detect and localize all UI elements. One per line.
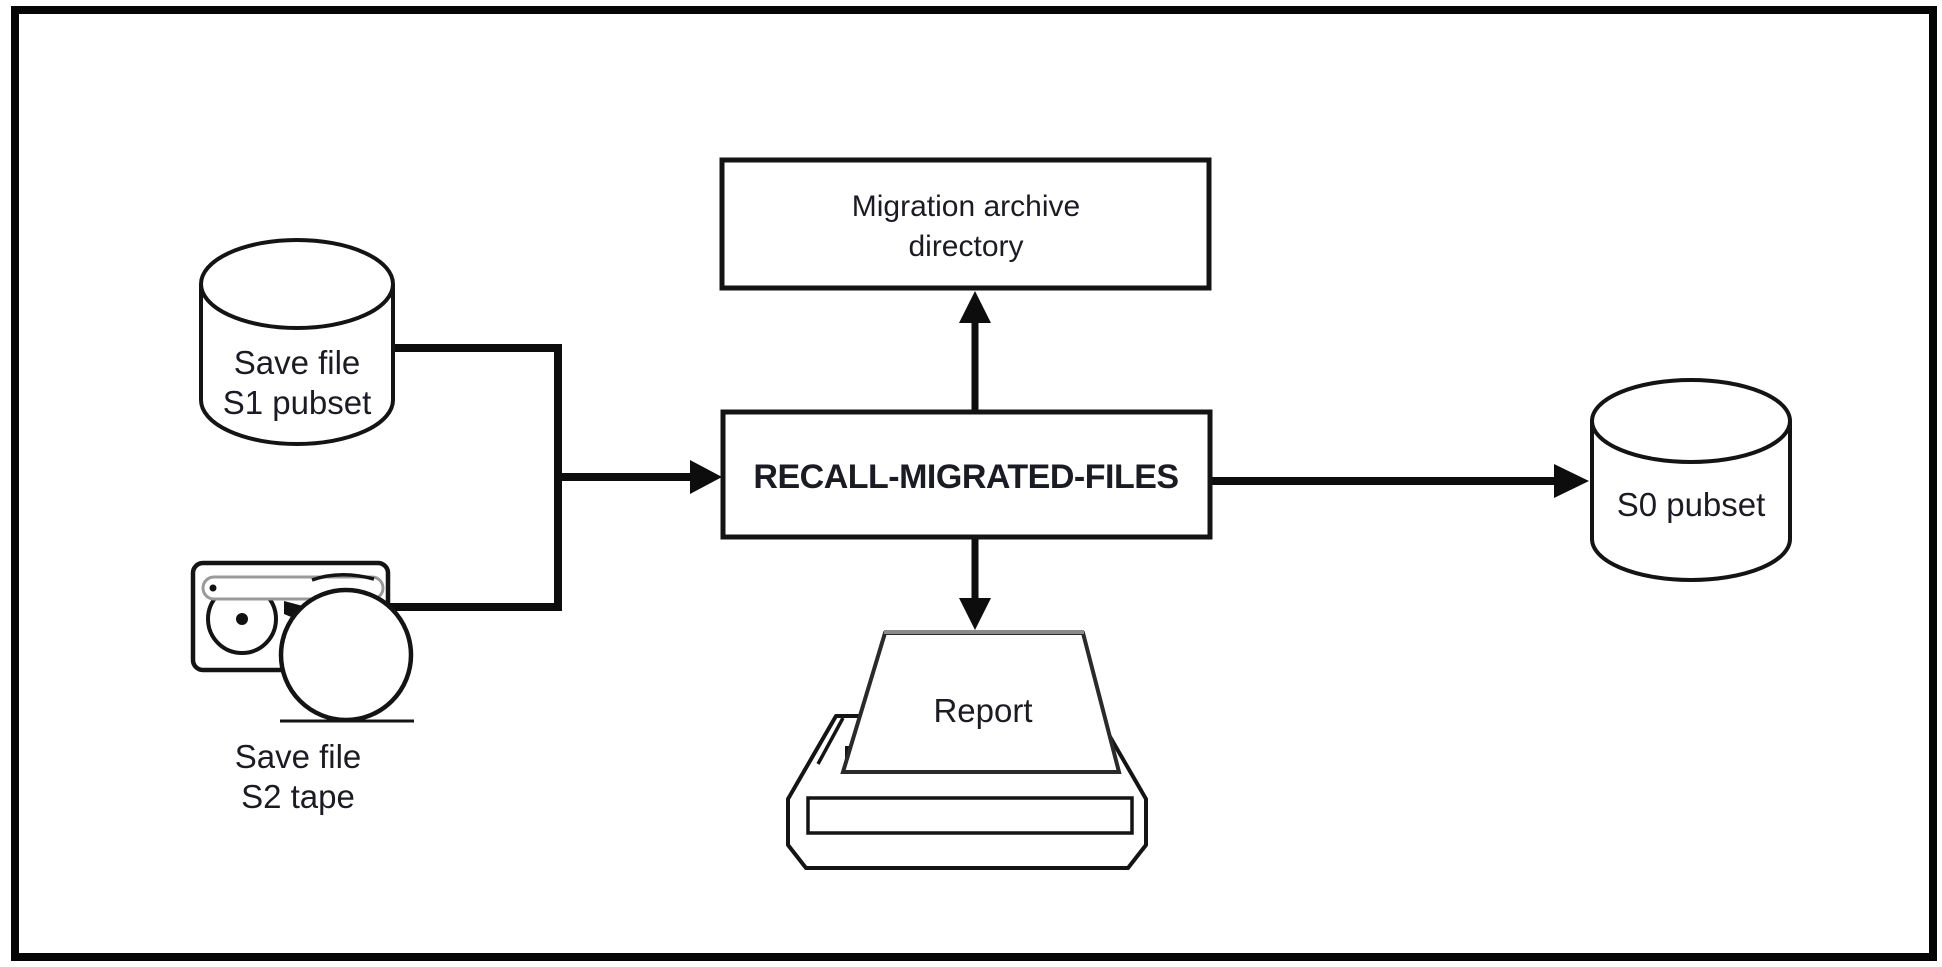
- migration-archive-label-line2: directory: [908, 230, 1023, 263]
- s2-tape-label-line1: Save file: [235, 738, 362, 775]
- arrowhead-up-icon: [959, 291, 991, 323]
- s0-pubset-node: S0 pubset: [1590, 378, 1792, 582]
- migration-archive-box: Migration archive directory: [719, 157, 1212, 291]
- arrowhead-down-icon: [959, 598, 991, 630]
- tape-drive-icon: [190, 560, 414, 723]
- arrow-junction-to-recall: [554, 460, 722, 494]
- s1-pubset-node: Save file S1 pubset: [199, 238, 395, 446]
- s2-tape-label-line2: S2 tape: [241, 778, 355, 815]
- tape-reel-front-icon: [278, 587, 414, 723]
- connector-lines: [388, 291, 1589, 630]
- report-label: Report: [933, 692, 1032, 729]
- s1-pubset-label-line2: S1 pubset: [223, 384, 372, 421]
- arrow-recall-to-migration-directory: [959, 291, 991, 410]
- arrow-recall-to-report: [959, 535, 991, 630]
- disk-cylinder-icon: [199, 238, 395, 446]
- migration-archive-label-line1: Migration archive: [852, 190, 1080, 223]
- report-printer-node: Report: [786, 630, 1148, 870]
- arrowhead-right-icon: [1554, 464, 1589, 498]
- recall-migrated-files-box: RECALL-MIGRATED-FILES: [720, 409, 1213, 540]
- disk-cylinder-icon: [1590, 378, 1792, 582]
- s0-pubset-label: S0 pubset: [1617, 486, 1766, 523]
- recall-migrated-files-label: RECALL-MIGRATED-FILES: [753, 458, 1178, 496]
- s2-tape-node: Save file S2 tape: [190, 560, 414, 815]
- arrow-recall-to-s0: [1210, 464, 1589, 498]
- tape-reel-hub-icon: [236, 613, 248, 625]
- diagram-border: [11, 6, 1937, 961]
- printer-icon: [786, 630, 1148, 870]
- arrowhead-right-icon: [690, 460, 722, 494]
- s1-pubset-label-line1: Save file: [234, 344, 361, 381]
